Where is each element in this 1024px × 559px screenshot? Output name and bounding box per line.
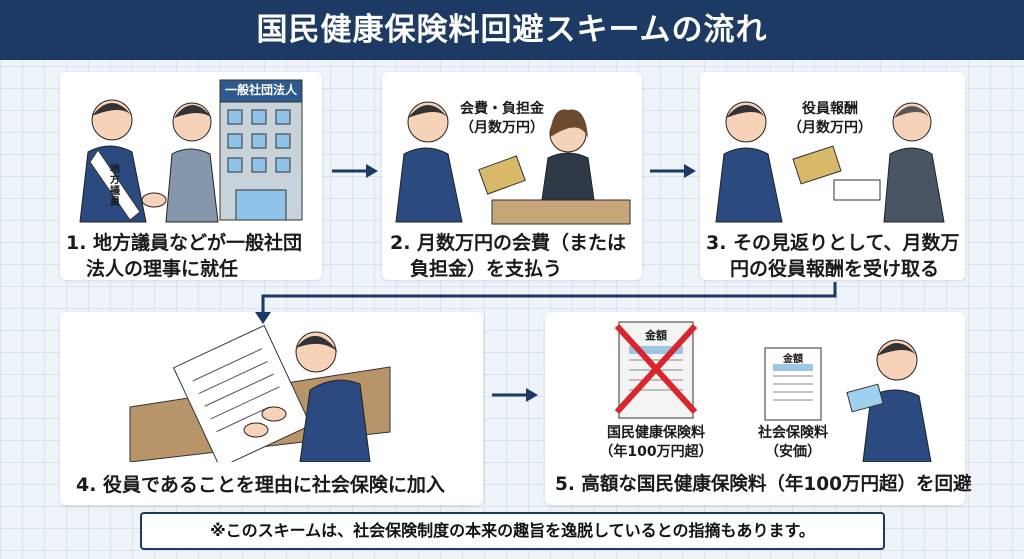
national-insurance-label-line2: （年100万円超） [599,444,713,460]
step-1-caption-line1: 1. 地方議員などが一般社団 [66,232,303,254]
step-4-caption: 4. 役員であることを理由に社会保険に加入 [76,474,445,496]
signing-document-illustration [129,324,391,462]
step-2-card: 会費・負担金 （月数万円） 2. 月数万円の会費（または 負担金）を支払う [382,72,642,280]
step-3-caption-line1: 3. その見返りとして、月数万 [706,232,960,254]
step-5-card: 金額 金額 国民健康保険料 （年100万円超） 社会保険料 （安価） 5. 高額… [545,312,971,505]
compensation-label-line1: 役員報酬 [802,101,858,117]
arrow-2-to-3 [650,164,696,178]
step-2-caption-line2: 負担金）を支払う [410,258,563,280]
arrow-3-to-4 [255,282,837,324]
doc-header-2: 金額 [783,354,803,365]
national-insurance-label-line1: 国民健康保険料 [607,425,705,441]
step-3-caption-line2: 円の役員報酬を受け取る [730,258,940,280]
social-insurance-label-line2: （安価） [765,444,821,460]
insurance-comparison-illustration [614,321,932,462]
step-2-caption-line1: 2. 月数万円の会費（または [390,232,627,254]
step-3-card: 役員報酬 （月数万円） 3. その見返りとして、月数万 円の役員報酬を受け取る [700,72,965,280]
social-insurance-label-line1: 社会保険料 [758,425,828,441]
fee-label-line1: 会費・負担金 [460,101,544,117]
step-4-card: 4. 役員であることを理由に社会保険に加入 [60,312,483,505]
fee-label-line2: （月数万円） [460,120,544,136]
step-1-caption-line2: 法人の理事に就任 [86,258,239,280]
payment-illustration [395,101,631,225]
compensation-illustration [715,101,945,223]
handshake-illustration [79,79,303,223]
building-sign: 一般社団法人 [224,83,297,97]
step-1-card: 一般社団法人 地方議員 1. 地方議員などが一般社団 法人の理事に就任 [60,72,322,280]
sash-text: 地方議員 [110,164,120,208]
doc-header-1: 金額 [645,329,667,342]
page-title: 国民健康保険料回避スキームの流れ [0,0,1024,60]
arrow-4-to-5 [492,388,538,402]
compensation-label-line2: （月数万円） [788,120,872,136]
disclaimer-note: ※このスキームは、社会保険制度の本来の趣旨を逸脱しているとの指摘もあります。 [140,512,885,550]
arrow-1-to-2 [332,164,378,178]
step-5-caption: 5. 高額な国民健康保険料（年100万円超）を回避 [555,474,972,495]
